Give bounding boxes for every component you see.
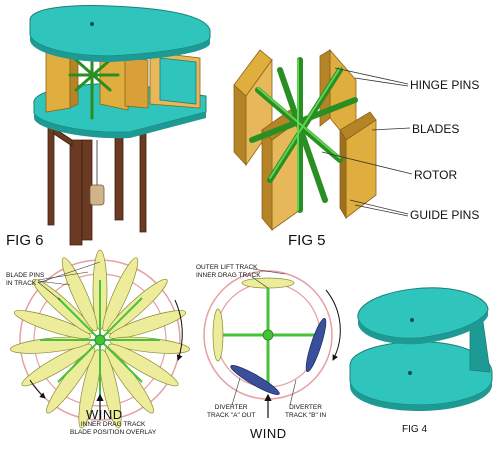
diverter-b-label: DIVERTER TRACK "B" IN (285, 404, 327, 419)
fig5-rotor-shaft (249, 57, 358, 213)
fig-overlay-rotor (10, 249, 190, 429)
blade-pins-label: BLADE PINS IN TRACK (6, 272, 45, 287)
overlay-wind-label: WIND (86, 407, 123, 422)
overlay-blades (10, 249, 190, 429)
fig6-label: FIG 6 (6, 232, 44, 249)
inner-drag-track-label: INNER DRAG TRACK (196, 272, 261, 279)
fig5-callout-blades: BLADES (412, 122, 460, 136)
fig5-rotor-assembly (233, 48, 413, 232)
fig5-callout-rotor: ROTOR (414, 168, 458, 182)
fig6-legs (47, 124, 147, 246)
fig6-counterweight (89, 184, 105, 206)
fig6-turbine (29, 5, 211, 246)
fig5-callout-lines (321, 67, 413, 217)
fig5-callout-guide-pins: GUIDE PINS (410, 208, 480, 222)
diverter-a-label: DIVERTER TRACK "A" OUT (207, 404, 256, 419)
fig4-label: FIG 4 (402, 424, 428, 435)
fig5-callout-hinge-pins: HINGE PINS (410, 78, 480, 92)
track-wind-label: WIND (250, 426, 287, 441)
overlay-caption: INNER DRAG TRACK BLADE POSITION OVERLAY (70, 421, 157, 436)
track-blades (212, 277, 327, 396)
fig-track-rotor (203, 268, 341, 418)
fig4-housing (349, 287, 493, 411)
outer-lift-track-label: OUTER LIFT TRACK (196, 264, 258, 271)
fig5-label: FIG 5 (288, 232, 326, 249)
